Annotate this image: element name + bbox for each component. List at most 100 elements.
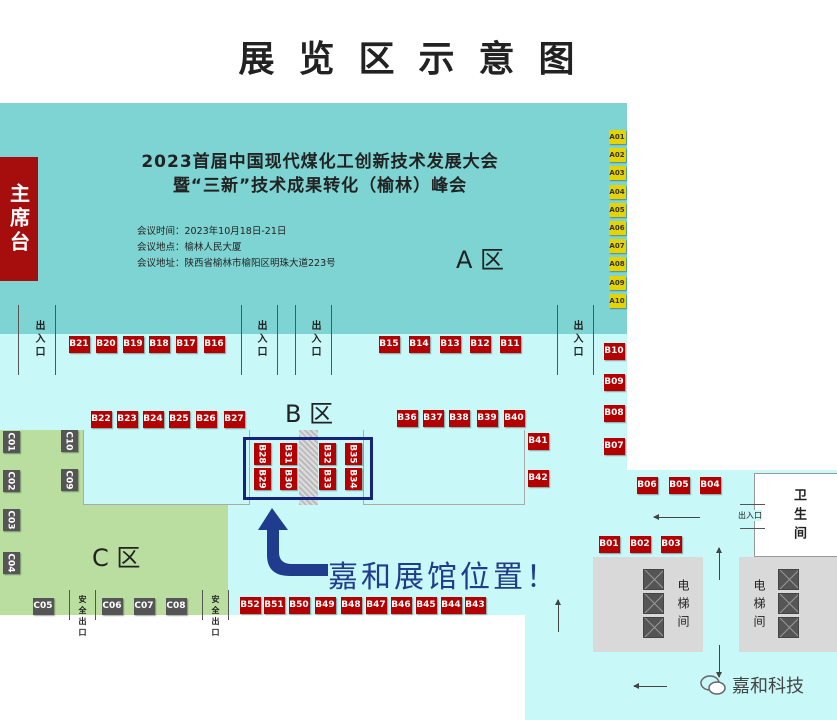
booth-b06: B06 bbox=[636, 476, 658, 494]
meeting-time: 会议时间：2023年10月18日-21日 bbox=[137, 226, 287, 237]
booth-b31: B31 bbox=[279, 443, 297, 465]
booth-b18: B18 bbox=[148, 335, 170, 353]
booth-a02: A02 bbox=[608, 148, 626, 163]
booth-b39: B39 bbox=[476, 409, 498, 427]
booth-b10: B10 bbox=[603, 342, 625, 360]
booth-b11: B11 bbox=[499, 335, 521, 353]
down-arrow-icon bbox=[716, 645, 722, 678]
booth-b52: B52 bbox=[239, 596, 261, 614]
curved-arrow-icon bbox=[258, 508, 328, 576]
elevator-icon bbox=[643, 593, 664, 614]
elevator-label: 电梯间 bbox=[752, 579, 766, 633]
booth-b05: B05 bbox=[668, 476, 690, 494]
booth-b04: B04 bbox=[699, 476, 721, 494]
conference-title: 2023首届中国现代煤化工创新技术发展大会 暨“三新”技术成果转化（榆林）峰会 bbox=[100, 150, 540, 198]
booth-b29: B29 bbox=[253, 468, 271, 490]
elevator-label: 电梯间 bbox=[676, 579, 690, 633]
up-arrow-icon bbox=[555, 599, 561, 632]
booth-b02: B02 bbox=[629, 535, 651, 553]
booth-b30: B30 bbox=[279, 468, 297, 490]
location-callout: 嘉和展馆位置！ bbox=[328, 560, 559, 595]
toilet-room: 卫生间 bbox=[754, 473, 837, 557]
zone-c-label: C 区 bbox=[92, 544, 141, 572]
left-arrow-icon bbox=[653, 514, 700, 520]
booth-b48: B48 bbox=[340, 596, 362, 614]
booth-c08: C08 bbox=[165, 597, 187, 615]
elevator-hall: 电梯间 bbox=[739, 557, 837, 652]
booth-b35: B35 bbox=[344, 443, 362, 465]
booth-b20: B20 bbox=[95, 335, 117, 353]
elevator-icon bbox=[643, 617, 664, 638]
booth-b49: B49 bbox=[314, 596, 336, 614]
up-arrow-icon bbox=[716, 547, 722, 580]
booth-b17: B17 bbox=[175, 335, 197, 353]
booth-c10: C10 bbox=[60, 430, 78, 452]
booth-b16: B16 bbox=[203, 335, 225, 353]
booth-b33: B33 bbox=[318, 468, 336, 490]
booth-b19: B19 bbox=[122, 335, 144, 353]
watermark-text: 嘉和科技 bbox=[732, 676, 804, 697]
jiahe-booth-highlight bbox=[243, 437, 373, 500]
booth-b14: B14 bbox=[408, 335, 430, 353]
elevator-icon bbox=[778, 593, 799, 614]
booth-b40: B40 bbox=[503, 409, 525, 427]
booth-a05: A05 bbox=[608, 202, 626, 217]
exit-label: 出入口 bbox=[571, 320, 582, 359]
booth-b15: B15 bbox=[378, 335, 400, 353]
main-stage: 主席台 bbox=[0, 157, 38, 281]
booth-b50: B50 bbox=[288, 596, 310, 614]
booth-b34: B34 bbox=[344, 468, 362, 490]
booth-b32: B32 bbox=[318, 443, 336, 465]
elevator-hall: 电梯间 bbox=[593, 557, 703, 652]
booth-b03: B03 bbox=[660, 535, 682, 553]
booth-c02: C02 bbox=[2, 470, 20, 492]
booth-c09: C09 bbox=[60, 469, 78, 491]
booth-b38: B38 bbox=[448, 409, 470, 427]
elevator-icon bbox=[643, 569, 664, 590]
booth-b28: B28 bbox=[253, 443, 271, 465]
booth-c05: C05 bbox=[32, 597, 54, 615]
booth-b45: B45 bbox=[415, 596, 437, 614]
booth-b36: B36 bbox=[396, 409, 418, 427]
booth-b44: B44 bbox=[440, 596, 462, 614]
booth-c04: C04 bbox=[2, 552, 20, 574]
booth-a10: A10 bbox=[608, 293, 626, 308]
booth-c06: C06 bbox=[101, 597, 123, 615]
booth-b27: B27 bbox=[223, 410, 245, 428]
b-zone-table-outline bbox=[83, 430, 250, 505]
booth-b01: B01 bbox=[598, 535, 620, 553]
exit-label: 出入口 bbox=[33, 320, 44, 359]
booth-b41: B41 bbox=[527, 432, 549, 450]
booth-b47: B47 bbox=[365, 596, 387, 614]
booth-b25: B25 bbox=[168, 410, 190, 428]
booth-a07: A07 bbox=[608, 239, 626, 254]
exit-label: 出入口 bbox=[255, 320, 266, 359]
hatched-aisle bbox=[299, 430, 318, 505]
conference-title-line2: 暨“三新”技术成果转化（榆林）峰会 bbox=[172, 176, 468, 196]
booth-b51: B51 bbox=[263, 596, 285, 614]
watermark: 嘉和科技 bbox=[700, 672, 804, 698]
left-arrow-icon bbox=[633, 683, 667, 689]
booth-c01: C01 bbox=[2, 431, 20, 453]
wechat-icon bbox=[700, 675, 726, 695]
exit-label: 出入口 bbox=[309, 320, 320, 359]
booth-b23: B23 bbox=[116, 410, 138, 428]
zone-b-label: B 区 bbox=[285, 400, 334, 428]
booth-b09: B09 bbox=[603, 373, 625, 391]
booth-b13: B13 bbox=[439, 335, 461, 353]
booth-a08: A08 bbox=[608, 257, 626, 272]
zone-a-label: A 区 bbox=[456, 246, 505, 274]
booth-c03: C03 bbox=[2, 509, 20, 531]
elevator-icon bbox=[778, 569, 799, 590]
booth-a06: A06 bbox=[608, 221, 626, 235]
booth-b12: B12 bbox=[469, 335, 491, 353]
b-zone-table-outline bbox=[363, 430, 525, 505]
booth-b46: B46 bbox=[390, 596, 412, 614]
meeting-address: 会议地址：陕西省榆林市榆阳区明珠大道223号 bbox=[137, 258, 336, 269]
booth-c07: C07 bbox=[133, 597, 155, 615]
booth-b42: B42 bbox=[527, 469, 549, 487]
booth-b07: B07 bbox=[603, 437, 625, 455]
zone-a-area bbox=[0, 103, 627, 334]
booth-b08: B08 bbox=[603, 404, 625, 422]
corridor-area bbox=[525, 505, 595, 615]
